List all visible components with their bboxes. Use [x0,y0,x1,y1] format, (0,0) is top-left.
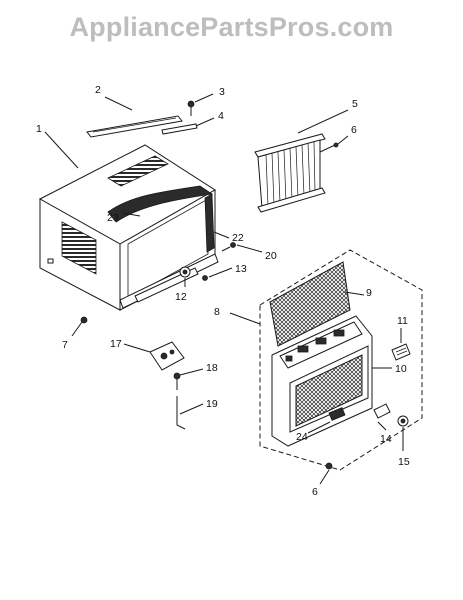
callout-6-top: 6 [351,124,357,136]
screw-6-bottom-part [319,462,333,485]
callout-10: 10 [395,363,407,375]
callout-4: 4 [218,110,224,122]
callout-20: 20 [265,250,277,262]
filter-frame-5-part [254,109,349,213]
watermark-text: AppliancePartsPros.com [69,12,394,42]
cabinet-part [38,131,230,311]
callout-12: 12 [175,291,187,303]
screw-7-part [71,316,88,337]
callout-labels: 2 3 4 5 6 1 23 22 20 13 12 9 8 11 7 17 1… [36,84,410,498]
screw-13-part [202,267,233,281]
screw-3-part [187,93,214,116]
screw-18-part [173,368,204,390]
bracket-19-part [176,396,204,430]
callout-2: 2 [95,84,101,96]
callout-17: 17 [110,338,122,350]
callout-24: 24 [296,431,308,443]
callout-18: 18 [206,362,218,374]
callout-19: 19 [206,398,218,410]
callout-5: 5 [352,98,358,110]
callout-6-bottom: 6 [312,486,318,498]
callout-15: 15 [398,456,410,468]
top-rail-part [86,96,183,138]
bracket-17-part [123,341,185,371]
callout-3: 3 [219,86,225,98]
callout-7: 7 [62,339,68,351]
seal-strip-4-part [161,117,215,135]
front-assembly-8-group [229,249,423,471]
callout-13: 13 [235,263,247,275]
callout-1: 1 [36,123,42,135]
callout-14: 14 [380,433,392,445]
screw-6-top-part [319,135,349,153]
callout-11: 11 [397,315,408,327]
callout-22: 22 [232,232,244,244]
callout-9: 9 [366,287,372,299]
callout-23: 23 [107,212,119,224]
callout-8: 8 [214,306,220,318]
screw-20-part [221,242,263,253]
